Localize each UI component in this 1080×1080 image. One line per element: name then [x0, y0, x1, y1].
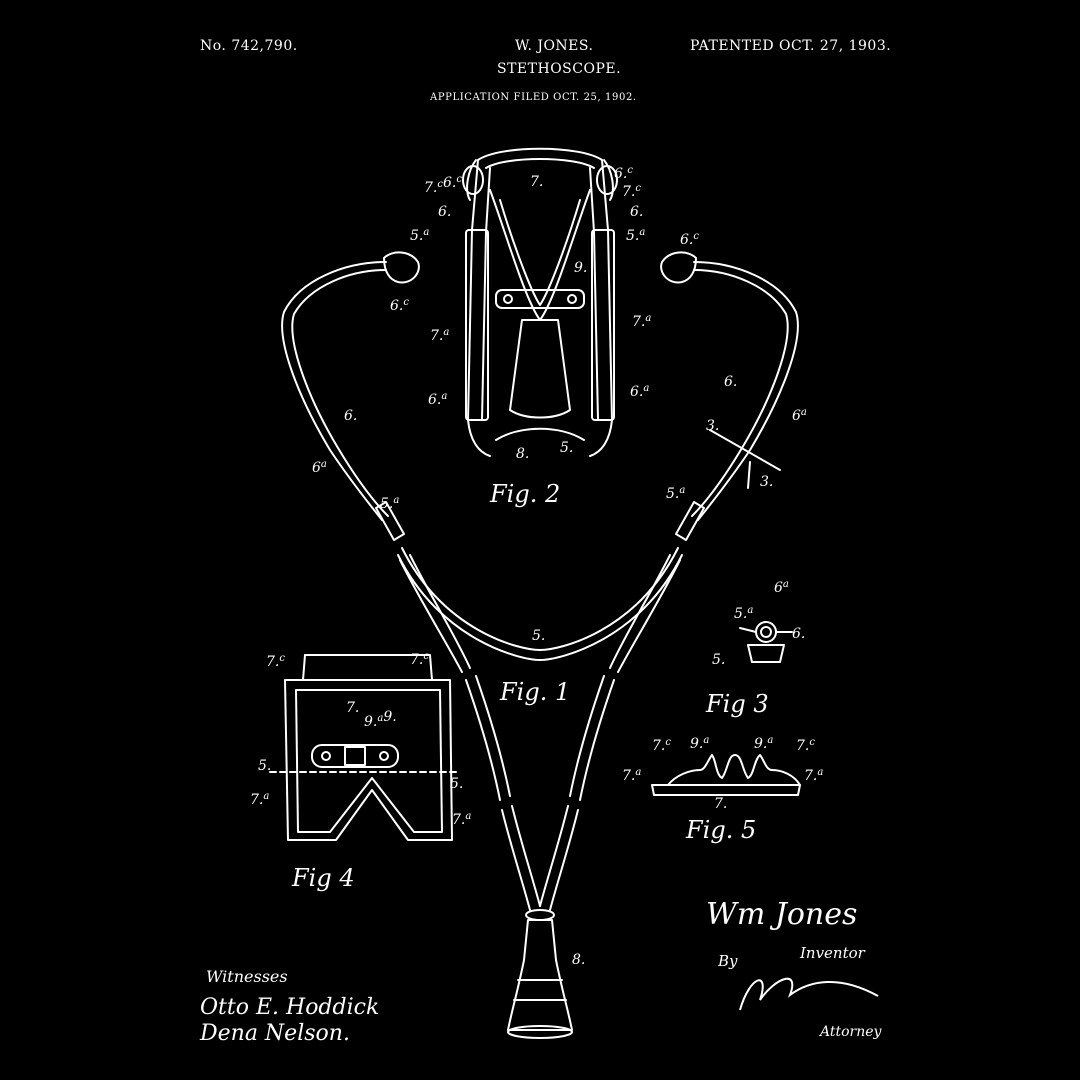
svg-text:5.: 5. — [532, 628, 545, 644]
svg-text:7.: 7. — [346, 700, 359, 716]
svg-text:5.a: 5.a — [734, 605, 753, 622]
inventor-signature: Wm Jones — [706, 897, 857, 932]
svg-text:6.c: 6.c — [680, 231, 699, 248]
svg-text:5.a: 5.a — [626, 227, 645, 244]
svg-text:7.a: 7.a — [804, 767, 823, 784]
section-arrow — [748, 462, 750, 488]
by-label: By — [717, 952, 738, 970]
attorney-label: Attorney — [818, 1024, 883, 1040]
svg-text:6.: 6. — [792, 626, 805, 642]
svg-text:6a: 6a — [312, 459, 327, 476]
svg-text:5.a: 5.a — [410, 227, 429, 244]
svg-text:6.: 6. — [724, 374, 737, 390]
inventor-label: Inventor — [799, 944, 866, 962]
svg-text:9.a: 9.a — [690, 735, 709, 752]
svg-text:6.: 6. — [630, 204, 643, 220]
svg-text:6a: 6a — [792, 407, 807, 424]
svg-text:6.: 6. — [438, 204, 451, 220]
svg-text:6.a: 6.a — [630, 383, 649, 400]
svg-text:7.: 7. — [714, 796, 727, 812]
svg-text:7.a: 7.a — [622, 767, 641, 784]
fig2-caption: Fig. 2 — [489, 480, 560, 508]
fig5-caption: Fig. 5 — [685, 816, 756, 844]
fig2-frame-drawing — [463, 149, 617, 456]
svg-text:5.: 5. — [450, 776, 463, 792]
svg-text:8.: 8. — [516, 446, 529, 462]
fig5-section-drawing — [652, 755, 800, 795]
section-line — [710, 430, 780, 470]
svg-text:5.a: 5.a — [380, 495, 399, 512]
svg-text:5.: 5. — [258, 758, 271, 774]
svg-text:6a: 6a — [774, 579, 789, 596]
fig3-caption: Fig 3 — [705, 690, 769, 718]
svg-text:9.: 9. — [574, 260, 587, 276]
witness-signature-2: Dena Nelson. — [199, 1021, 350, 1046]
svg-text:3.: 3. — [706, 418, 719, 434]
svg-text:7.: 7. — [530, 174, 543, 190]
svg-text:7.a: 7.a — [430, 327, 449, 344]
svg-text:9.a9.: 9.a9. — [364, 709, 397, 730]
svg-text:7.a: 7.a — [632, 313, 651, 330]
fig4-caption: Fig 4 — [291, 864, 355, 892]
svg-text:8.: 8. — [572, 952, 585, 968]
fig4-clip-plate-drawing — [270, 655, 460, 840]
attorney-signature — [740, 979, 878, 1010]
svg-text:5.: 5. — [712, 652, 725, 668]
svg-text:6.c: 6.c — [390, 297, 409, 314]
svg-text:5.a: 5.a — [666, 485, 685, 502]
fig1-caption: Fig. 1 — [499, 678, 570, 706]
svg-text:3.: 3. — [760, 474, 773, 490]
witness-signature-1: Otto E. Hoddick — [200, 995, 379, 1020]
witnesses-label: Witnesses — [206, 967, 288, 986]
svg-text:7.c: 7.c — [410, 651, 429, 668]
svg-text:6.: 6. — [344, 408, 357, 424]
svg-text:7.c: 7.c — [796, 737, 815, 754]
svg-text:7.a: 7.a — [452, 811, 471, 828]
svg-text:7.c6.c: 7.c6.c — [424, 174, 462, 196]
reference-labels: 6.c 6a 6. 5.a 5. 6.c 6. 6a 3. 3. 5.a 7.c… — [250, 165, 823, 968]
svg-text:5.: 5. — [560, 440, 573, 456]
svg-text:9.a: 9.a — [754, 735, 773, 752]
svg-text:6.a: 6.a — [428, 391, 447, 408]
svg-text:6.c: 6.c — [614, 165, 633, 182]
fig3-section-drawing — [740, 622, 792, 662]
svg-text:7.c: 7.c — [622, 183, 641, 200]
svg-text:7.a: 7.a — [250, 791, 269, 808]
svg-text:7.c: 7.c — [266, 653, 285, 670]
svg-text:7.c: 7.c — [652, 737, 671, 754]
